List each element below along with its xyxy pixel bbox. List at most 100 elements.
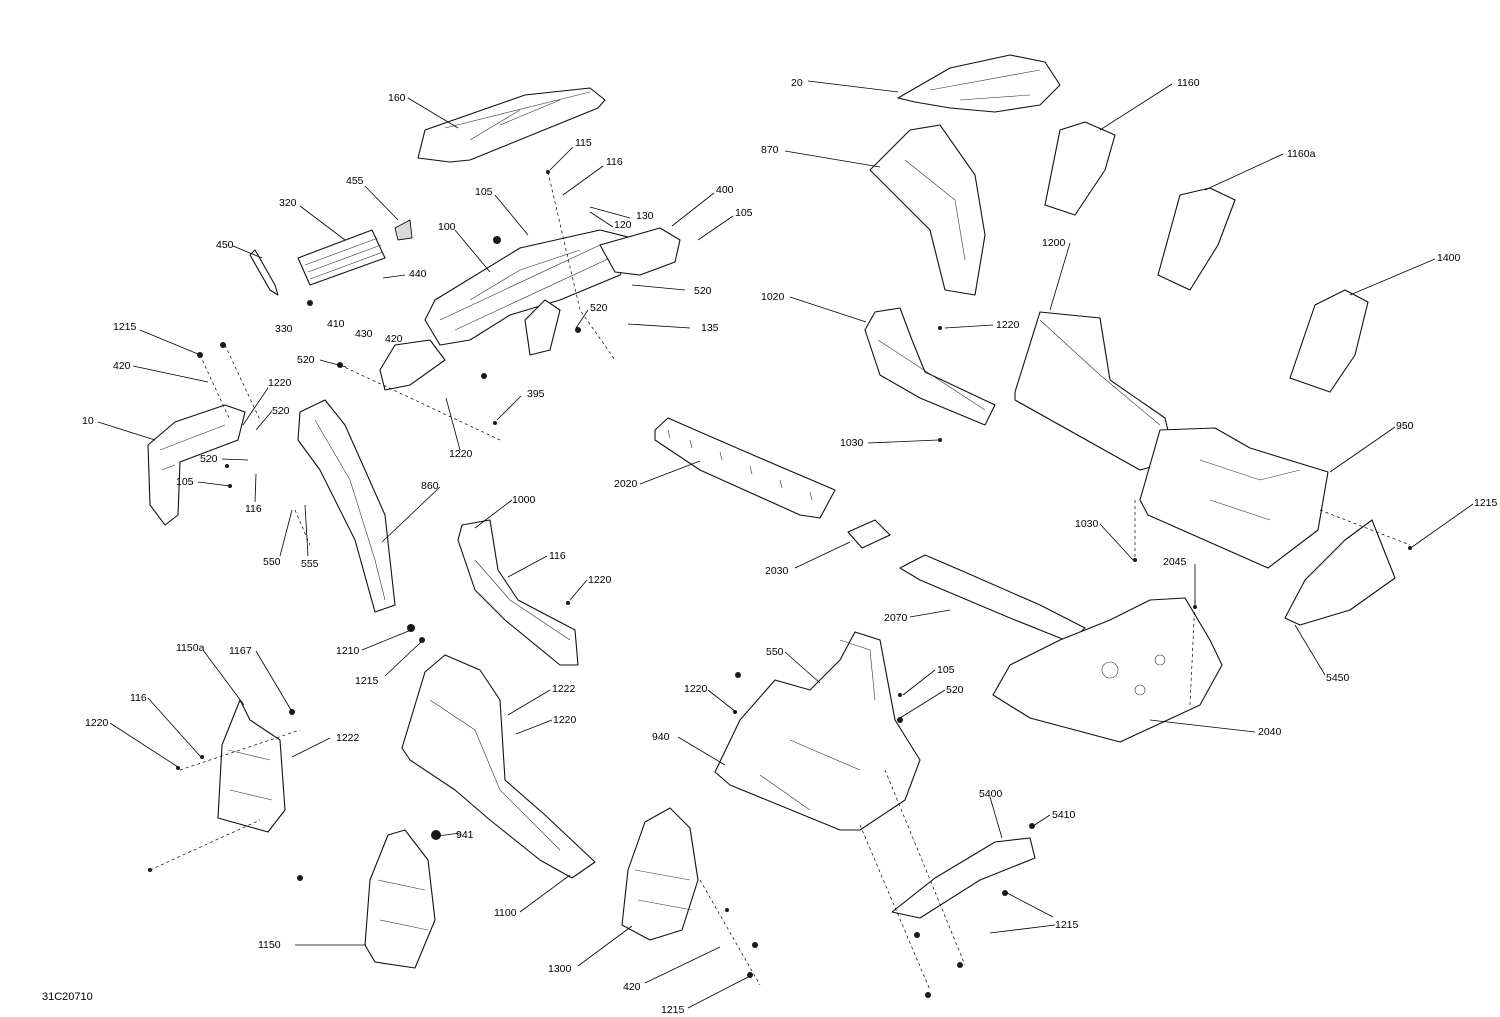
callout-1400: 1400 [1437, 252, 1461, 264]
leader-lines [97, 80, 1474, 1009]
callout-1100: 1100 [494, 907, 517, 919]
callout-1222: 1222 [336, 732, 360, 744]
part-940-tub [714, 631, 921, 831]
part-2070-mat [899, 554, 1086, 643]
part-860-curved-panel [297, 399, 396, 613]
callout-520: 520 [590, 302, 608, 314]
part-100-dash-frame [424, 229, 641, 346]
callout-2070: 2070 [884, 612, 908, 624]
callout-550: 550 [766, 646, 784, 658]
callout-430: 430 [355, 328, 373, 340]
part-2020-mat [654, 417, 836, 519]
callout-860: 860 [421, 480, 439, 492]
callout-400: 400 [716, 184, 734, 196]
part-10-side-panel [147, 404, 246, 526]
callout-320: 320 [279, 197, 297, 209]
part-1100-rail [401, 654, 596, 879]
callout-5450: 5450 [1326, 672, 1350, 684]
callout-1160a: 1160a [1287, 148, 1316, 160]
callout-1220: 1220 [684, 683, 708, 695]
callout-105: 105 [475, 186, 493, 198]
part-2040-plate [992, 597, 1223, 743]
callout-1150: 1150 [258, 939, 281, 951]
part-2030-pad [847, 519, 891, 549]
callout-1222: 1222 [552, 683, 576, 695]
part-400-duct [599, 227, 681, 276]
part-shapes [147, 54, 1396, 969]
callout-1220: 1220 [996, 319, 1020, 331]
callout-550: 550 [263, 556, 281, 568]
callout-10: 10 [82, 415, 94, 427]
part-160-top-cover [417, 87, 606, 163]
callout-1215: 1215 [355, 675, 379, 687]
callout-120: 120 [614, 219, 632, 231]
callout-330: 330 [275, 323, 293, 335]
callout-1200: 1200 [1042, 237, 1066, 249]
callout-labels: 160 115 116 105 400 105 130 120 455 320 … [82, 77, 1498, 1016]
part-320-grille [297, 229, 386, 286]
callout-1215: 1215 [113, 321, 137, 333]
callout-1030: 1030 [840, 437, 864, 449]
callout-1300: 1300 [548, 963, 572, 975]
callout-1220: 1220 [85, 717, 109, 729]
callout-2020: 2020 [614, 478, 638, 490]
callout-105: 105 [735, 207, 753, 219]
part-1150-cover [364, 829, 436, 969]
part-1150a-cover [217, 699, 286, 833]
callout-1220: 1220 [449, 448, 473, 460]
callout-135: 135 [701, 322, 719, 334]
part-5450-guard [1284, 519, 1396, 626]
callout-116: 116 [549, 550, 566, 562]
callout-1030: 1030 [1075, 518, 1099, 530]
callout-410: 410 [327, 318, 345, 330]
callout-395: 395 [527, 388, 545, 400]
callout-450: 450 [216, 239, 234, 251]
part-5400-plate [891, 837, 1036, 919]
callout-20: 20 [791, 77, 803, 89]
callout-440: 440 [409, 268, 427, 280]
callout-100: 100 [438, 221, 456, 233]
part-450-strip [249, 249, 279, 296]
callout-941: 941 [456, 829, 474, 841]
callout-116: 116 [130, 692, 147, 704]
callout-950: 950 [1396, 420, 1414, 432]
callout-1215: 1215 [1474, 497, 1498, 509]
part-1300-cover [621, 807, 699, 941]
callout-130: 130 [636, 210, 654, 222]
callout-1210: 1210 [336, 645, 360, 657]
callout-1215: 1215 [661, 1004, 685, 1016]
callout-520: 520 [200, 453, 218, 465]
callout-1215: 1215 [1055, 919, 1079, 931]
callout-105: 105 [937, 664, 955, 676]
part-1000-rail [457, 519, 579, 666]
callout-1160: 1160 [1177, 77, 1200, 89]
callout-1150a: 1150a [176, 642, 205, 654]
callout-455: 455 [346, 175, 364, 187]
callout-940: 940 [652, 731, 670, 743]
callout-520: 520 [272, 405, 290, 417]
callout-2040: 2040 [1258, 726, 1282, 738]
part-1160-panel [1044, 121, 1116, 216]
drawing-code: 31C20710 [42, 991, 93, 1003]
part-1020-rail [864, 307, 996, 426]
callout-5410: 5410 [1052, 809, 1076, 821]
callout-420: 420 [113, 360, 131, 372]
callout-116: 116 [245, 503, 262, 515]
fasteners [148, 170, 1412, 998]
callout-1220: 1220 [553, 714, 577, 726]
callout-420: 420 [623, 981, 641, 993]
callout-1220: 1220 [588, 574, 612, 586]
part-870-pillar [869, 124, 986, 296]
part-1400-panel [1289, 289, 1369, 393]
part-1160a-panel [1157, 187, 1236, 291]
callout-420: 420 [385, 333, 403, 345]
callout-2030: 2030 [765, 565, 789, 577]
callout-2045: 2045 [1163, 556, 1187, 568]
callout-5400: 5400 [979, 788, 1003, 800]
callout-105: 105 [176, 476, 194, 488]
callout-1000: 1000 [512, 494, 536, 506]
callout-116: 116 [606, 156, 623, 168]
callout-555: 555 [301, 558, 319, 570]
callout-160: 160 [388, 92, 406, 104]
